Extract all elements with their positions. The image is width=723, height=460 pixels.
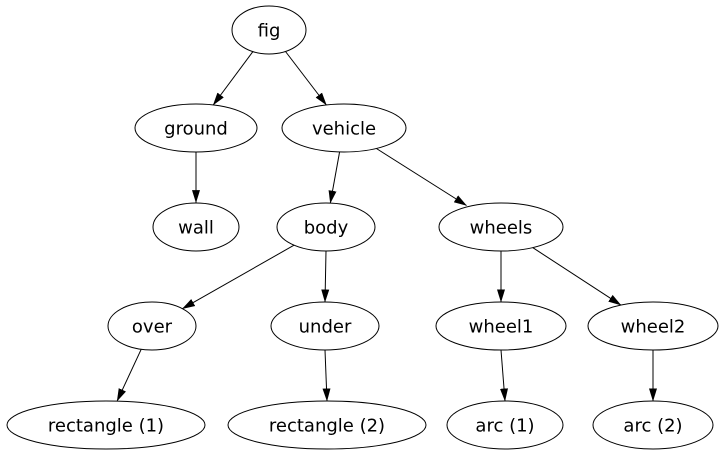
node-ellipse-wheels (438, 202, 564, 252)
node-over: over (107, 301, 197, 351)
edge-fig-ground (212, 51, 254, 106)
node-label-over: over (132, 316, 173, 337)
node-ellipse-over (107, 301, 197, 351)
node-fig: fig (231, 5, 307, 55)
edge-vehicle-body (328, 151, 341, 204)
node-ellipse-under (270, 301, 380, 351)
node-rectangle1: rectangle (1) (6, 400, 206, 450)
edge-wheel1-arc1 (500, 349, 509, 402)
edge-layer (116, 51, 657, 402)
node-ellipse-ground (134, 103, 258, 153)
edge-over-rectangle1 (116, 349, 142, 402)
node-ellipse-fig (231, 5, 307, 55)
node-ellipse-arc2 (592, 400, 714, 450)
node-label-arc2: arc (2) (623, 415, 682, 436)
node-vehicle: vehicle (281, 103, 407, 153)
node-label-wheel1: wheel1 (469, 316, 534, 337)
node-wall: wall (152, 202, 240, 252)
node-label-wheels: wheels (470, 217, 533, 238)
node-label-vehicle: vehicle (312, 118, 376, 139)
node-ground: ground (134, 103, 258, 153)
node-label-body: body (304, 217, 349, 238)
node-ellipse-vehicle (281, 103, 407, 153)
node-under: under (270, 301, 380, 351)
node-label-rectangle1: rectangle (1) (48, 415, 164, 436)
edge-wheels-wheel2 (532, 247, 622, 306)
edge-body-under (321, 250, 330, 303)
node-label-ground: ground (164, 118, 228, 139)
edge-under-rectangle2 (322, 349, 331, 402)
node-label-under: under (299, 316, 352, 337)
node-wheel2: wheel2 (587, 301, 719, 351)
node-wheel1: wheel1 (435, 301, 567, 351)
node-label-rectangle2: rectangle (2) (269, 415, 385, 436)
node-ellipse-wheel2 (587, 301, 719, 351)
node-label-wheel2: wheel2 (621, 316, 686, 337)
node-arc1: arc (1) (446, 400, 564, 450)
edge-body-over (181, 244, 295, 310)
node-ellipse-rectangle2 (227, 400, 427, 450)
node-arc2: arc (2) (592, 400, 714, 450)
node-body: body (276, 202, 376, 252)
node-label-fig: fig (258, 20, 281, 41)
node-wheels: wheels (438, 202, 564, 252)
node-ellipse-wheel1 (435, 301, 567, 351)
edge-fig-vehicle (285, 51, 327, 106)
node-ellipse-arc1 (446, 400, 564, 450)
node-ellipse-body (276, 202, 376, 252)
node-rectangle2: rectangle (2) (227, 400, 427, 450)
edge-vehicle-wheels (376, 148, 467, 206)
node-ellipse-wall (152, 202, 240, 252)
node-label-wall: wall (178, 217, 214, 238)
node-ellipse-rectangle1 (6, 400, 206, 450)
node-label-arc1: arc (1) (475, 415, 534, 436)
